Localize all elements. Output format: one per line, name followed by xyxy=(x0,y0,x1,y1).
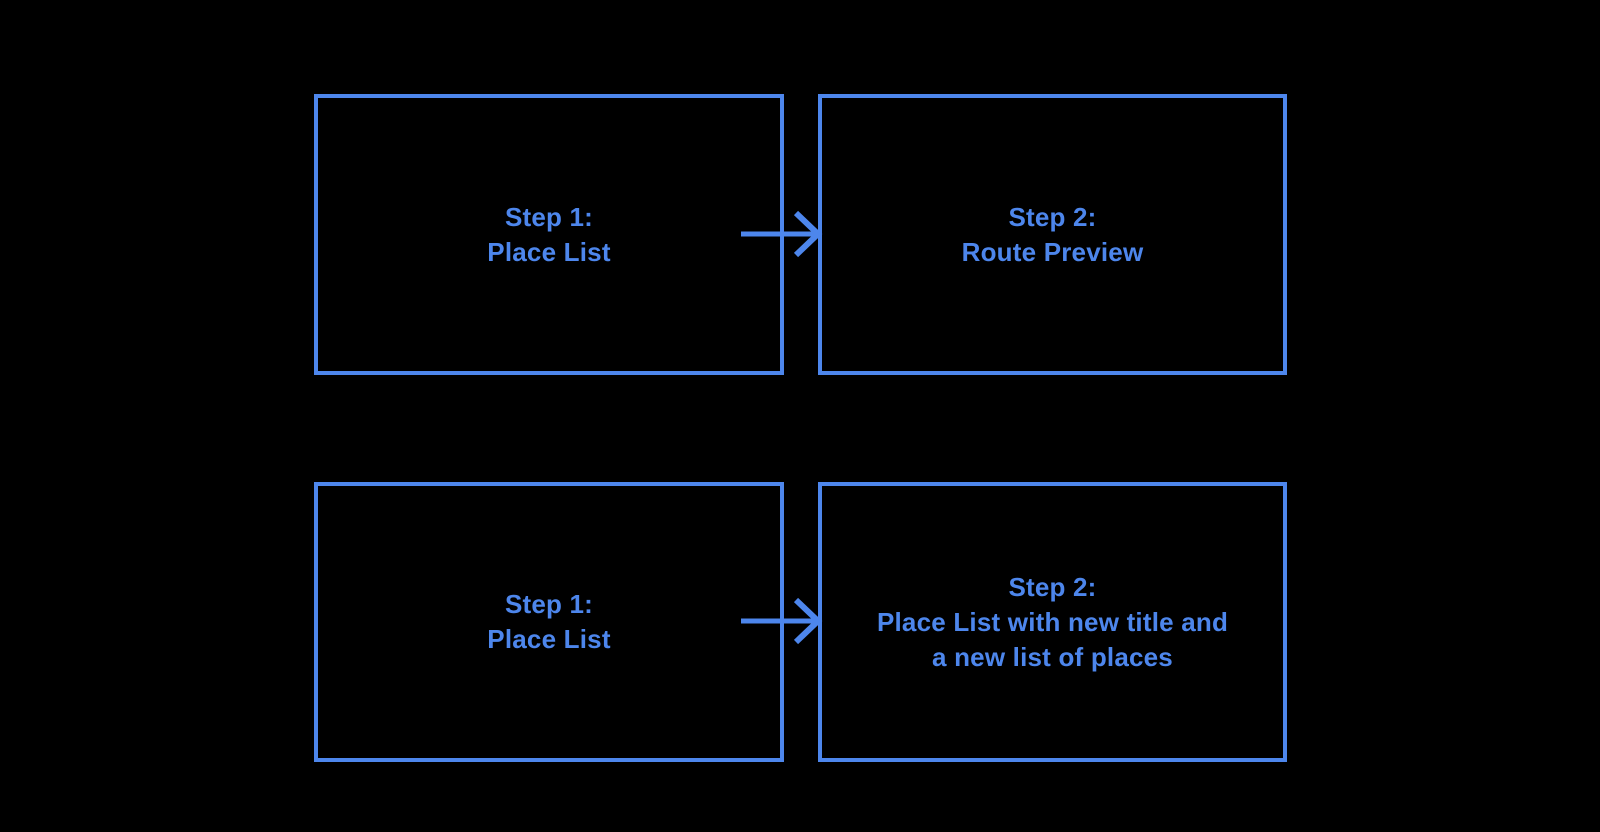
node-label-line: Place List xyxy=(487,236,611,267)
flow-node-row2-step2: Step 2: Place List with new title and a … xyxy=(818,482,1287,762)
node-label-line: Route Preview xyxy=(961,236,1144,267)
node-label-line: Place List with new title and xyxy=(876,606,1229,637)
flow-node-row1-step2: Step 2: Route Preview xyxy=(818,94,1287,375)
arrow-right-icon xyxy=(741,210,823,258)
node-label-line: a new list of places xyxy=(932,641,1173,672)
node-label-line: Place List xyxy=(487,624,611,654)
node-label-line: Step 2: xyxy=(1008,571,1097,602)
node-label-line: Step 1: xyxy=(504,201,594,232)
node-label-line: Step 2: xyxy=(1008,201,1097,232)
flow-node-row2-step1: Step 1: Place List xyxy=(314,482,784,762)
arrow-right-icon xyxy=(741,597,823,645)
flow-node-row1-step1: Step 1: Place List xyxy=(314,94,784,375)
node-label-line: Step 1: xyxy=(504,589,594,619)
